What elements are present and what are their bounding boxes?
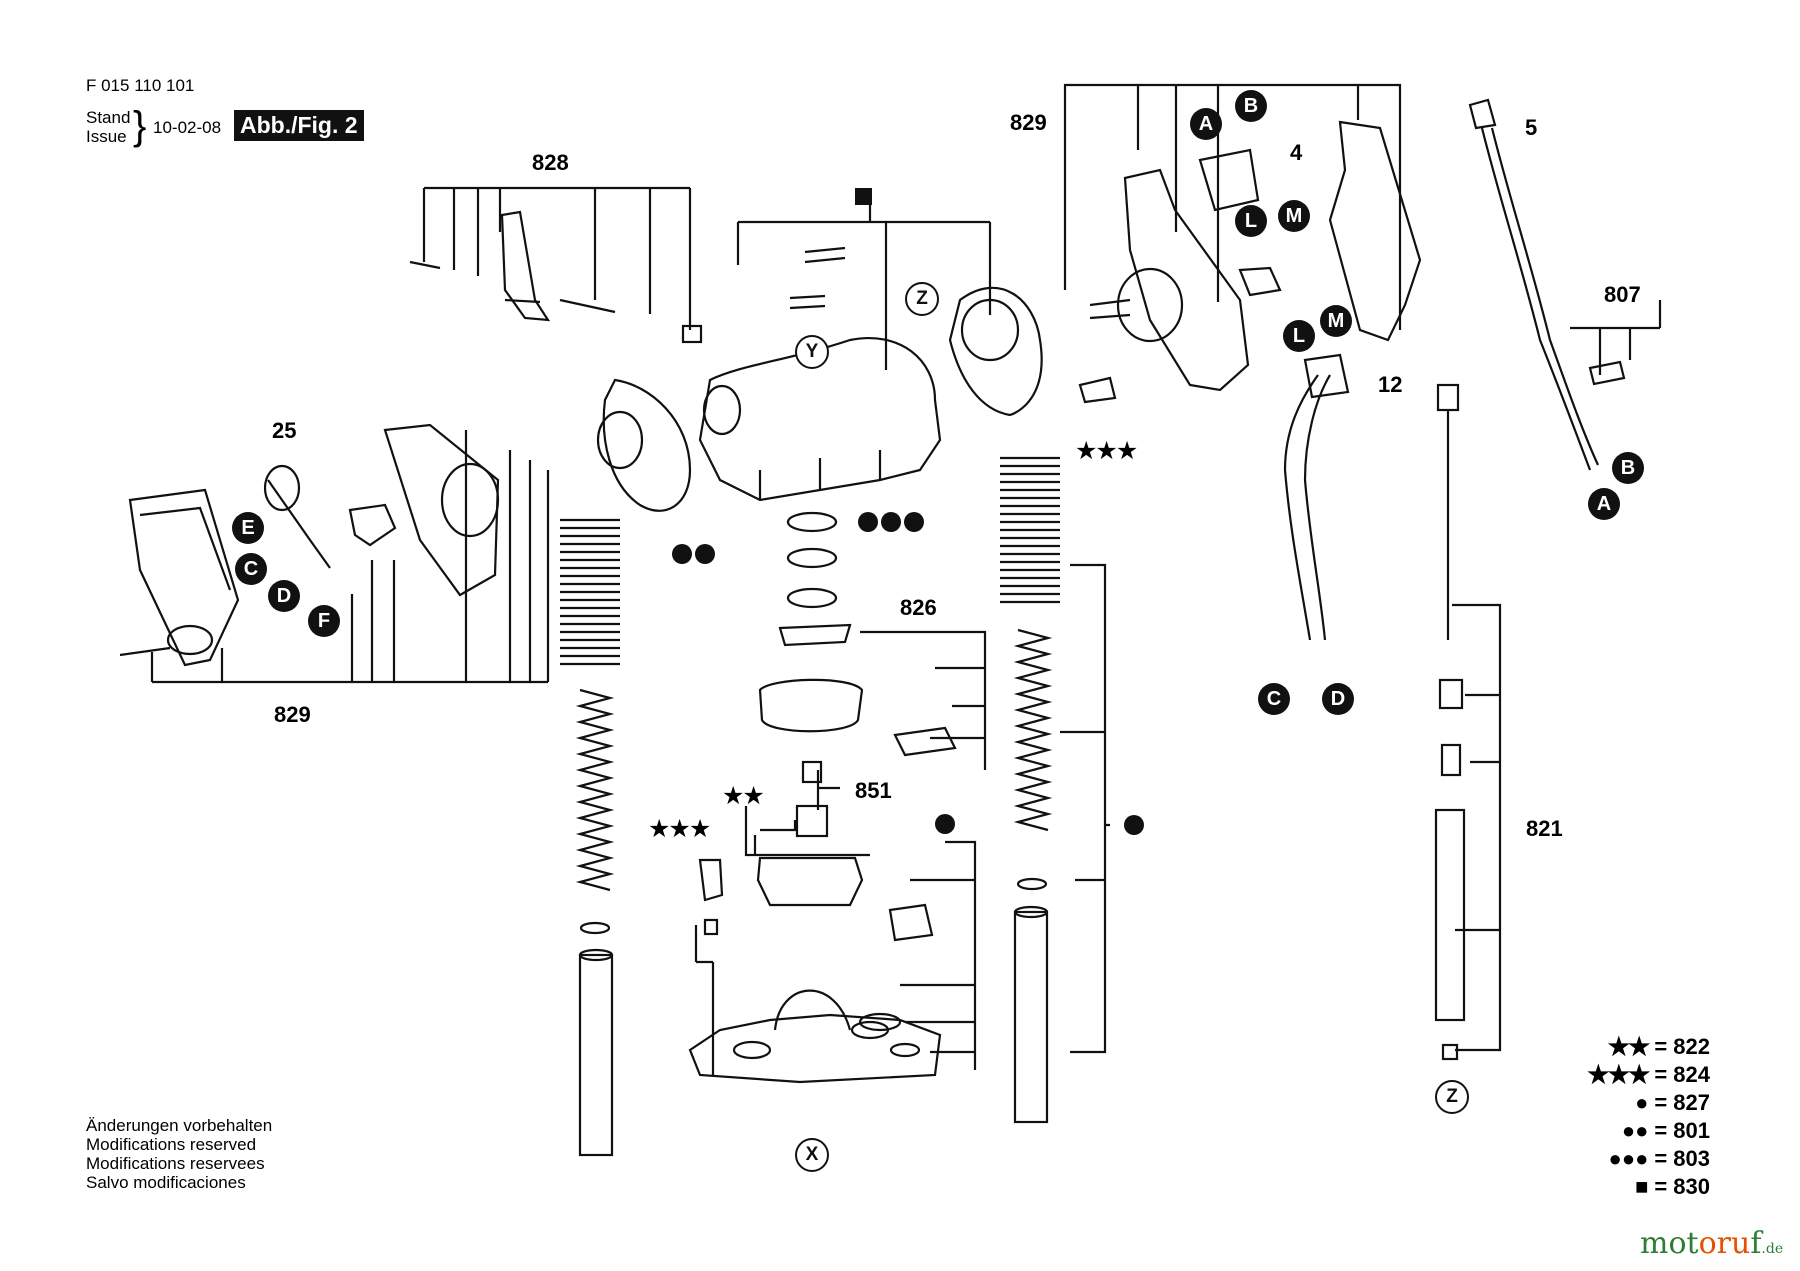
connection-marker-e: E (232, 512, 264, 544)
legend-equals: = (1654, 1090, 1668, 1115)
part-number-826: 826 (900, 595, 937, 620)
legend-symbol: ■ (1635, 1174, 1649, 1199)
legend-symbol: ●●● (1608, 1146, 1649, 1171)
legend-value: 801 (1673, 1118, 1710, 1143)
connection-marker-a-cord: A (1588, 488, 1620, 520)
legend-row-824: ★★★ = 824 (1587, 1062, 1710, 1088)
legend-row-801: ●● = 801 (1622, 1118, 1710, 1144)
legend-row-822: ★★ = 822 (1608, 1034, 1710, 1060)
axis-marker-z-top: Z (905, 282, 939, 316)
part-number-821: 821 (1526, 816, 1563, 841)
set-803-marker (858, 512, 924, 532)
note-de: Änderungen vorbehalten (86, 1116, 273, 1135)
part-number-4: 4 (1290, 140, 1303, 165)
connection-marker-b-cord: B (1612, 452, 1644, 484)
part-number-828: 828 (532, 150, 569, 175)
axis-marker-y: Y (795, 335, 829, 369)
axis-marker-z-bottom: Z (1435, 1080, 1469, 1114)
legend-value: 822 (1673, 1034, 1710, 1059)
legend-equals: = (1654, 1174, 1668, 1199)
connection-marker-d-left: D (268, 580, 300, 612)
legend-value: 803 (1673, 1146, 1710, 1171)
connection-marker-c-bottom: C (1258, 683, 1290, 715)
document-number: F 015 110 101 (86, 76, 195, 95)
issue-date: 10-02-08 (153, 118, 222, 137)
connection-marker-a-top: A (1190, 108, 1222, 140)
legend-equals: = (1654, 1034, 1668, 1059)
connection-marker-m-top: M (1278, 200, 1310, 232)
legend-value: 827 (1673, 1090, 1710, 1115)
note-fr: Modifications reservees (86, 1154, 265, 1173)
brace-symbol: } (133, 104, 147, 148)
legend-equals: = (1654, 1118, 1668, 1143)
connection-marker-l-top: L (1235, 205, 1267, 237)
legend-symbol: ★★★ (1587, 1061, 1650, 1089)
axis-marker-x: X (795, 1138, 829, 1172)
note-es: Salvo modificaciones (86, 1173, 246, 1192)
stand-label: Stand (86, 108, 131, 127)
legend-row-803: ●●● = 803 (1609, 1146, 1710, 1172)
part-number-851: 851 (855, 778, 892, 803)
part-number-5: 5 (1525, 115, 1538, 140)
set-827-marker-right (1124, 815, 1144, 835)
connection-marker-d-bottom: D (1322, 683, 1354, 715)
issue-label: Issue (86, 127, 127, 146)
legend-row-830: ■ = 830 (1635, 1174, 1710, 1200)
connection-marker-f: F (308, 605, 340, 637)
set-827-marker-center (935, 814, 955, 834)
part-number-25: 25 (272, 418, 297, 443)
set-824-marker-top: ★★★ (1075, 437, 1138, 465)
legend-value: 830 (1673, 1174, 1710, 1199)
connection-marker-m-mid: M (1320, 305, 1352, 337)
part-number-829-left: 829 (274, 702, 311, 727)
figure-tag: Abb./Fig. 2 (234, 110, 364, 141)
legend-value: 824 (1673, 1062, 1710, 1087)
set-822-marker: ★★ (722, 782, 765, 810)
connection-marker-l-mid: L (1283, 320, 1315, 352)
brand-watermark: motoruf.de (1640, 1226, 1784, 1261)
set-801-marker (672, 544, 715, 564)
connection-marker-c-left: C (235, 553, 267, 585)
legend-symbol: ● (1635, 1090, 1649, 1115)
part-number-829-top: 829 (1010, 110, 1047, 135)
part-number-12: 12 (1378, 372, 1403, 397)
legend-equals: = (1654, 1146, 1668, 1171)
legend-row-827: ● = 827 (1635, 1090, 1710, 1116)
connection-marker-b-top: B (1235, 90, 1267, 122)
set-830-marker (855, 188, 872, 205)
legend-symbol: ●● (1621, 1118, 1649, 1143)
legend-symbol: ★★ (1607, 1033, 1651, 1061)
legend-equals: = (1654, 1062, 1668, 1087)
part-number-807: 807 (1604, 282, 1641, 307)
note-en: Modifications reserved (86, 1135, 257, 1154)
set-824-marker-bottom: ★★★ (648, 815, 711, 843)
